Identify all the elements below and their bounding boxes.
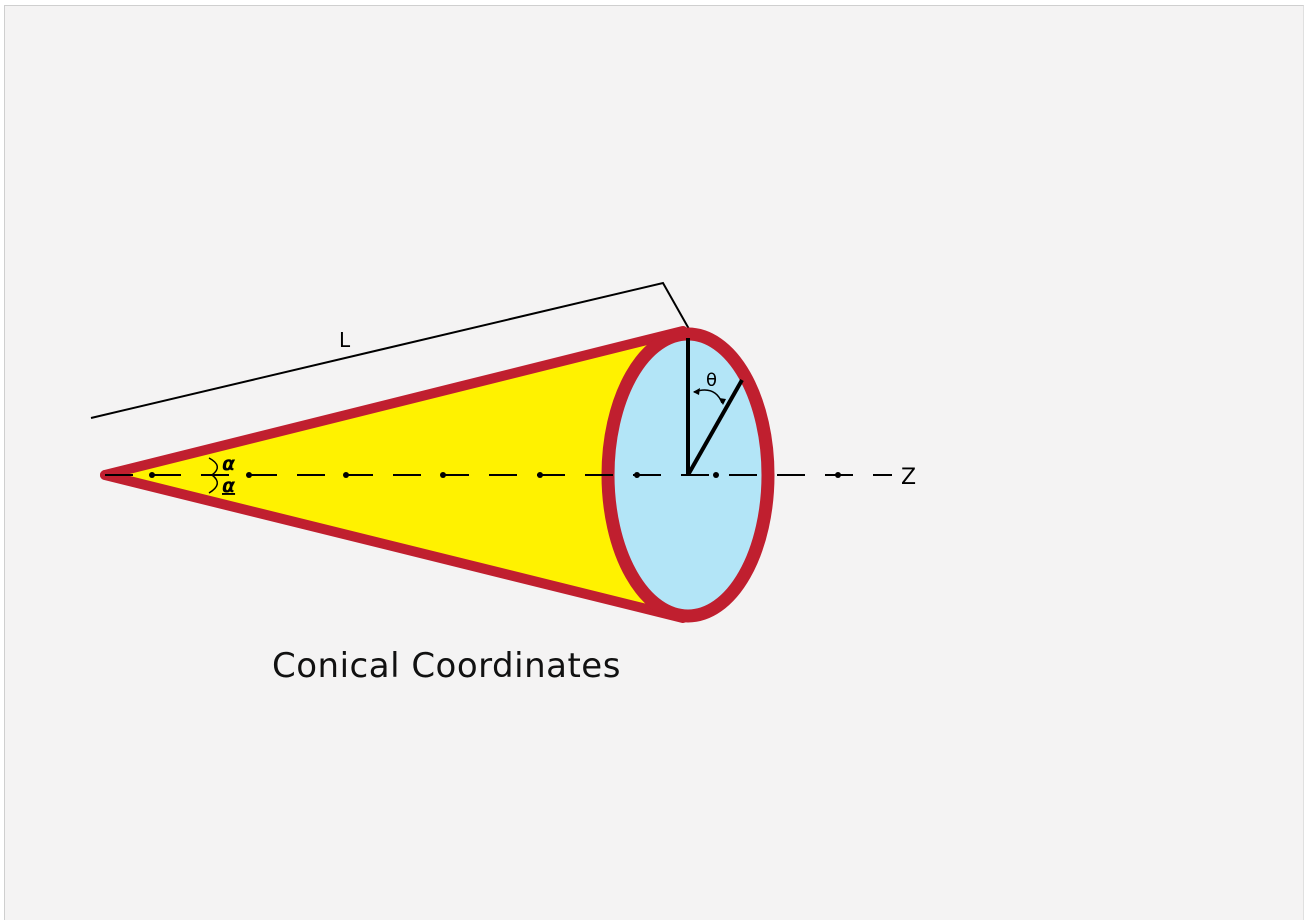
alpha-label-upper: α	[222, 453, 236, 475]
length-dimension-line	[90, 281, 690, 419]
diagram-caption: Conical Coordinates	[272, 646, 621, 686]
theta-label: θ	[706, 370, 717, 391]
alpha-label-lower: α	[222, 475, 236, 497]
theta-arrowhead-left	[693, 388, 700, 395]
z-axis-dots	[149, 472, 841, 478]
alpha-arc-upper	[208, 457, 218, 476]
cone-lower-edge	[100, 470, 688, 623]
theta-arrowhead-right	[719, 398, 726, 405]
alpha-arc-lower	[208, 474, 218, 494]
angled-radius-line	[686, 379, 744, 476]
cone-upper-edge	[100, 326, 688, 480]
z-axis-label: Z	[901, 465, 916, 490]
length-label: L	[339, 328, 351, 352]
